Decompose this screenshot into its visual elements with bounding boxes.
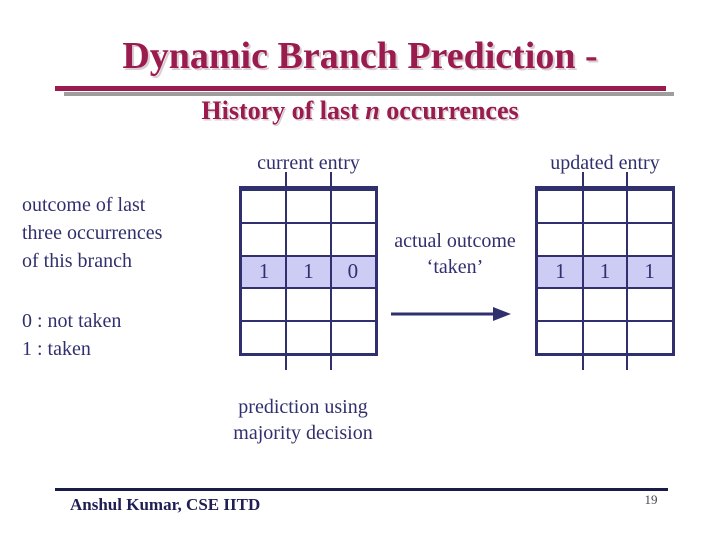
table-row xyxy=(538,189,672,222)
table-row xyxy=(242,221,375,255)
actual-outcome-caption: actual outcome ‘taken’ xyxy=(383,228,527,280)
table-row xyxy=(242,320,375,353)
updated-table-column-line-1 xyxy=(581,172,584,370)
updated-entry-table: 1 1 1 xyxy=(535,172,675,370)
table-row xyxy=(538,221,672,255)
footer-divider xyxy=(55,488,668,491)
current-history-bit-2: 0 xyxy=(347,259,359,284)
subtitle-prefix: History of last xyxy=(201,96,366,125)
current-history-bit-1: 1 xyxy=(303,259,314,284)
slide-subtitle: History of last n occurrences xyxy=(0,96,720,126)
updated-table-highlight-row: 1 1 1 xyxy=(538,254,672,288)
table-row xyxy=(242,287,375,320)
page-number: 19 xyxy=(644,492,658,507)
current-table-column-line-1 xyxy=(285,172,288,370)
title-underline xyxy=(55,86,666,91)
current-entry-label: current entry xyxy=(257,152,360,174)
update-flow-arrow-icon xyxy=(391,307,511,321)
prediction-caption-line2: majority decision xyxy=(233,422,373,444)
updated-table-column-line-2 xyxy=(626,172,629,370)
outcome-caption-line2: three occurrences xyxy=(22,222,163,244)
outcome-caption-line1: outcome of last xyxy=(22,194,146,216)
current-history-bit-0: 1 xyxy=(258,259,270,284)
table-row xyxy=(538,320,672,353)
footer-author: Anshul Kumar, CSE IITD xyxy=(70,495,261,514)
subtitle-suffix: occurrences xyxy=(379,96,519,125)
table-row xyxy=(242,189,375,222)
title-underline-shadow xyxy=(64,92,674,96)
table-row xyxy=(538,287,672,320)
actual-outcome-line1: actual outcome xyxy=(394,230,516,252)
outcome-caption: outcome of last three occurrences of thi… xyxy=(22,191,162,275)
current-table-column-line-2 xyxy=(329,172,332,370)
subtitle-emphasis-n: n xyxy=(365,96,380,125)
outcome-caption-line3: of this branch xyxy=(22,250,132,272)
current-table-highlight-row: 1 1 0 xyxy=(242,254,375,288)
prediction-caption-line1: prediction using xyxy=(238,396,368,418)
updated-history-bit-2: 1 xyxy=(644,259,655,284)
bit-legend-line1: 0 : not taken xyxy=(22,310,122,332)
current-entry-table: 1 1 0 xyxy=(239,172,378,370)
updated-entry-label: updated entry xyxy=(550,152,660,174)
actual-outcome-line2: ‘taken’ xyxy=(426,256,484,278)
updated-history-bit-0: 1 xyxy=(555,259,566,284)
slide-title: Dynamic Branch Prediction - xyxy=(122,35,598,77)
bit-legend: 0 : not taken 1 : taken xyxy=(22,307,121,363)
prediction-caption: prediction using majority decision xyxy=(212,394,394,446)
updated-history-bit-1: 1 xyxy=(599,259,611,284)
bit-legend-line2: 1 : taken xyxy=(22,338,91,360)
